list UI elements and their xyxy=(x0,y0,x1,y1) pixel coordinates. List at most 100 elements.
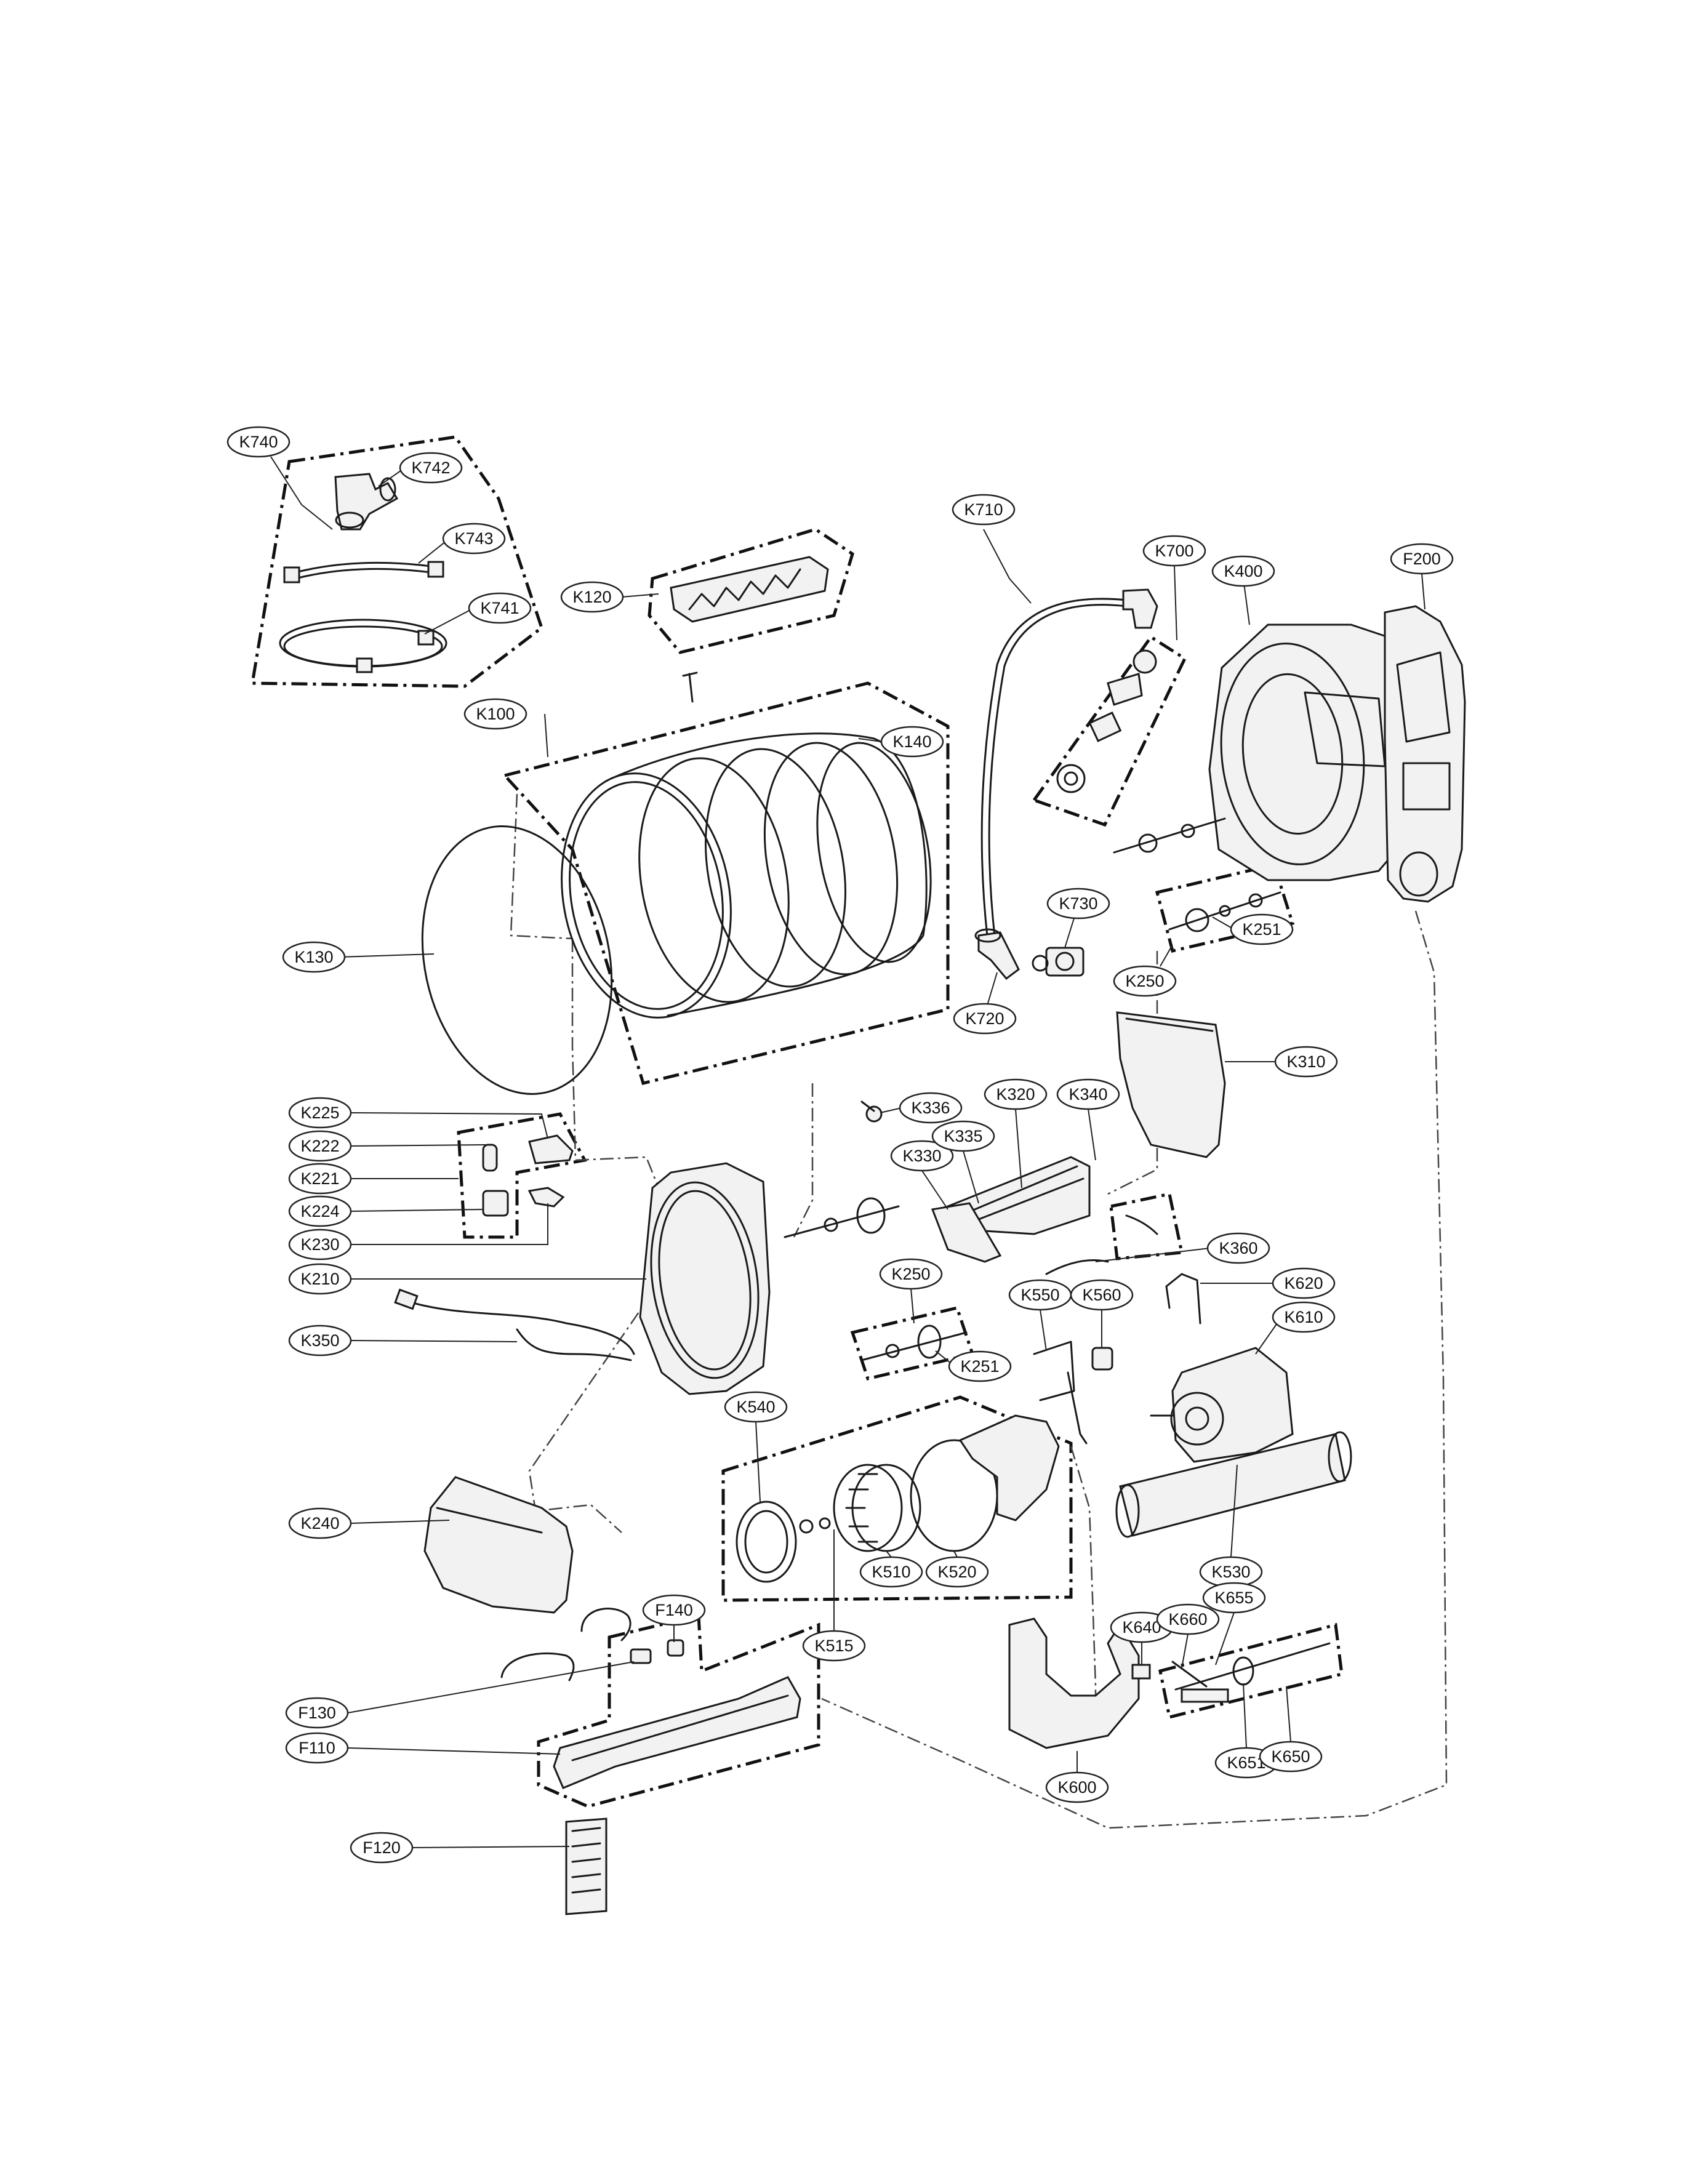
roller-shaft-rear-icon xyxy=(784,1197,900,1238)
callout-k230: K230 xyxy=(288,1228,352,1260)
leader-k100 xyxy=(544,713,548,758)
filter-seal-group-outline xyxy=(1109,1192,1184,1260)
callout-k515: K515 xyxy=(802,1630,866,1662)
callout-f140: F140 xyxy=(642,1594,706,1626)
leader-k550 xyxy=(1040,1309,1047,1352)
leader-k222 xyxy=(350,1144,487,1147)
callout-label: K340 xyxy=(1069,1085,1107,1104)
leader-k540 xyxy=(755,1421,761,1502)
drum-icon xyxy=(561,732,932,1019)
leader-f120 xyxy=(412,1846,570,1848)
callout-label: F120 xyxy=(363,1838,401,1857)
lamp-socket-icon xyxy=(482,1190,509,1217)
callout-label: K550 xyxy=(1020,1286,1059,1304)
leader-k320 xyxy=(1015,1108,1022,1188)
callout-label: K640 xyxy=(1122,1618,1161,1637)
leader-k741 xyxy=(424,607,475,635)
leader-k720 xyxy=(987,972,998,1004)
callout-f200: F200 xyxy=(1390,543,1454,575)
callout-label: K120 xyxy=(572,588,611,606)
callout-k720: K720 xyxy=(953,1003,1017,1035)
callout-label: K600 xyxy=(1057,1778,1096,1797)
callout-k400: K400 xyxy=(1211,555,1275,587)
callout-k335: K335 xyxy=(931,1120,995,1152)
lamp-group-outline xyxy=(457,1112,587,1239)
callout-k540: K540 xyxy=(724,1391,788,1423)
lamp-cover-icon xyxy=(528,1134,574,1164)
callout-f130: F130 xyxy=(285,1697,349,1729)
roller-kit-upper-outline xyxy=(1155,863,1295,953)
callout-label: K650 xyxy=(1271,1747,1310,1766)
leader-k330 xyxy=(921,1170,948,1210)
callout-label: K330 xyxy=(902,1147,941,1165)
callout-label: K510 xyxy=(872,1563,910,1581)
leader-lines xyxy=(270,456,1425,1848)
callout-label: K336 xyxy=(911,1099,950,1117)
callout-k700: K700 xyxy=(1142,535,1206,567)
thermistor-icon xyxy=(1091,1347,1113,1371)
leader-k240 xyxy=(350,1520,450,1524)
steam-valve-parts-icon xyxy=(1056,649,1157,793)
front-duct-icon xyxy=(423,1476,574,1614)
callout-label: K742 xyxy=(411,459,450,477)
leader-k336 xyxy=(880,1107,902,1113)
blower-group-outline xyxy=(721,1395,1073,1602)
callout-k620: K620 xyxy=(1272,1267,1336,1299)
callout-label: K230 xyxy=(300,1235,339,1254)
fill-hose-short-icon xyxy=(283,561,444,583)
callout-k710: K710 xyxy=(952,494,1016,526)
callout-label: K360 xyxy=(1219,1239,1257,1257)
callout-k560: K560 xyxy=(1070,1279,1134,1311)
callout-label: K660 xyxy=(1168,1610,1207,1629)
lamp-bracket-icon xyxy=(527,1187,565,1208)
idler-pulley-icon xyxy=(1174,1642,1331,1703)
filter-guide-icon xyxy=(931,1202,1002,1263)
leader-k650 xyxy=(1286,1686,1291,1742)
steam-hose-icon xyxy=(980,588,1158,943)
blower-wheel-icon xyxy=(833,1464,921,1552)
callout-k130: K130 xyxy=(282,941,346,973)
top-duct-icon xyxy=(670,556,829,623)
leader-k700 xyxy=(1174,566,1177,641)
callout-k730: K730 xyxy=(1046,888,1110,920)
callout-label: K100 xyxy=(476,705,515,723)
callout-label: K222 xyxy=(300,1137,339,1155)
leader-k224 xyxy=(350,1209,484,1212)
filter-housing-icon xyxy=(946,1156,1091,1235)
callout-label: K130 xyxy=(294,948,333,966)
motor-icon xyxy=(1150,1347,1294,1463)
exhaust-duct-icon xyxy=(1115,1431,1352,1538)
leader-k250a xyxy=(1160,944,1173,967)
callout-k330: K330 xyxy=(890,1140,954,1172)
heater-wires-icon xyxy=(500,1608,631,1681)
callout-k660: K660 xyxy=(1156,1603,1220,1635)
front-panel-icon xyxy=(1208,623,1405,881)
leader-k655 xyxy=(1215,1612,1235,1665)
callout-label: K400 xyxy=(1224,562,1262,580)
leader-k340 xyxy=(1088,1108,1096,1161)
leader-k350 xyxy=(350,1340,518,1342)
callout-k743: K743 xyxy=(442,523,506,555)
callout-k340: K340 xyxy=(1056,1078,1120,1110)
fastener-k336-icon xyxy=(860,1100,883,1123)
motor-routing-line xyxy=(1070,1446,1097,1723)
rear-bulkhead-routing-line xyxy=(793,1083,814,1238)
callout-k336: K336 xyxy=(899,1092,963,1124)
leader-k510 xyxy=(886,1550,892,1558)
callout-label: K250 xyxy=(891,1265,930,1283)
rear-bulkhead-icon xyxy=(639,1162,771,1395)
callout-f120: F120 xyxy=(350,1832,414,1864)
callout-label: K350 xyxy=(300,1331,339,1350)
sensor-bracket-icon xyxy=(1033,1340,1088,1445)
y-connector-icon xyxy=(334,473,399,531)
callout-k221: K221 xyxy=(288,1163,352,1195)
callout-k360: K360 xyxy=(1206,1232,1270,1264)
callout-label: K700 xyxy=(1155,542,1193,560)
callout-label: K610 xyxy=(1284,1308,1323,1326)
heater-group-outline xyxy=(537,1613,820,1808)
callout-label: K515 xyxy=(814,1637,853,1655)
leader-f200 xyxy=(1421,573,1425,610)
leader-k651 xyxy=(1243,1683,1247,1749)
callout-k251b: K251 xyxy=(948,1350,1012,1382)
